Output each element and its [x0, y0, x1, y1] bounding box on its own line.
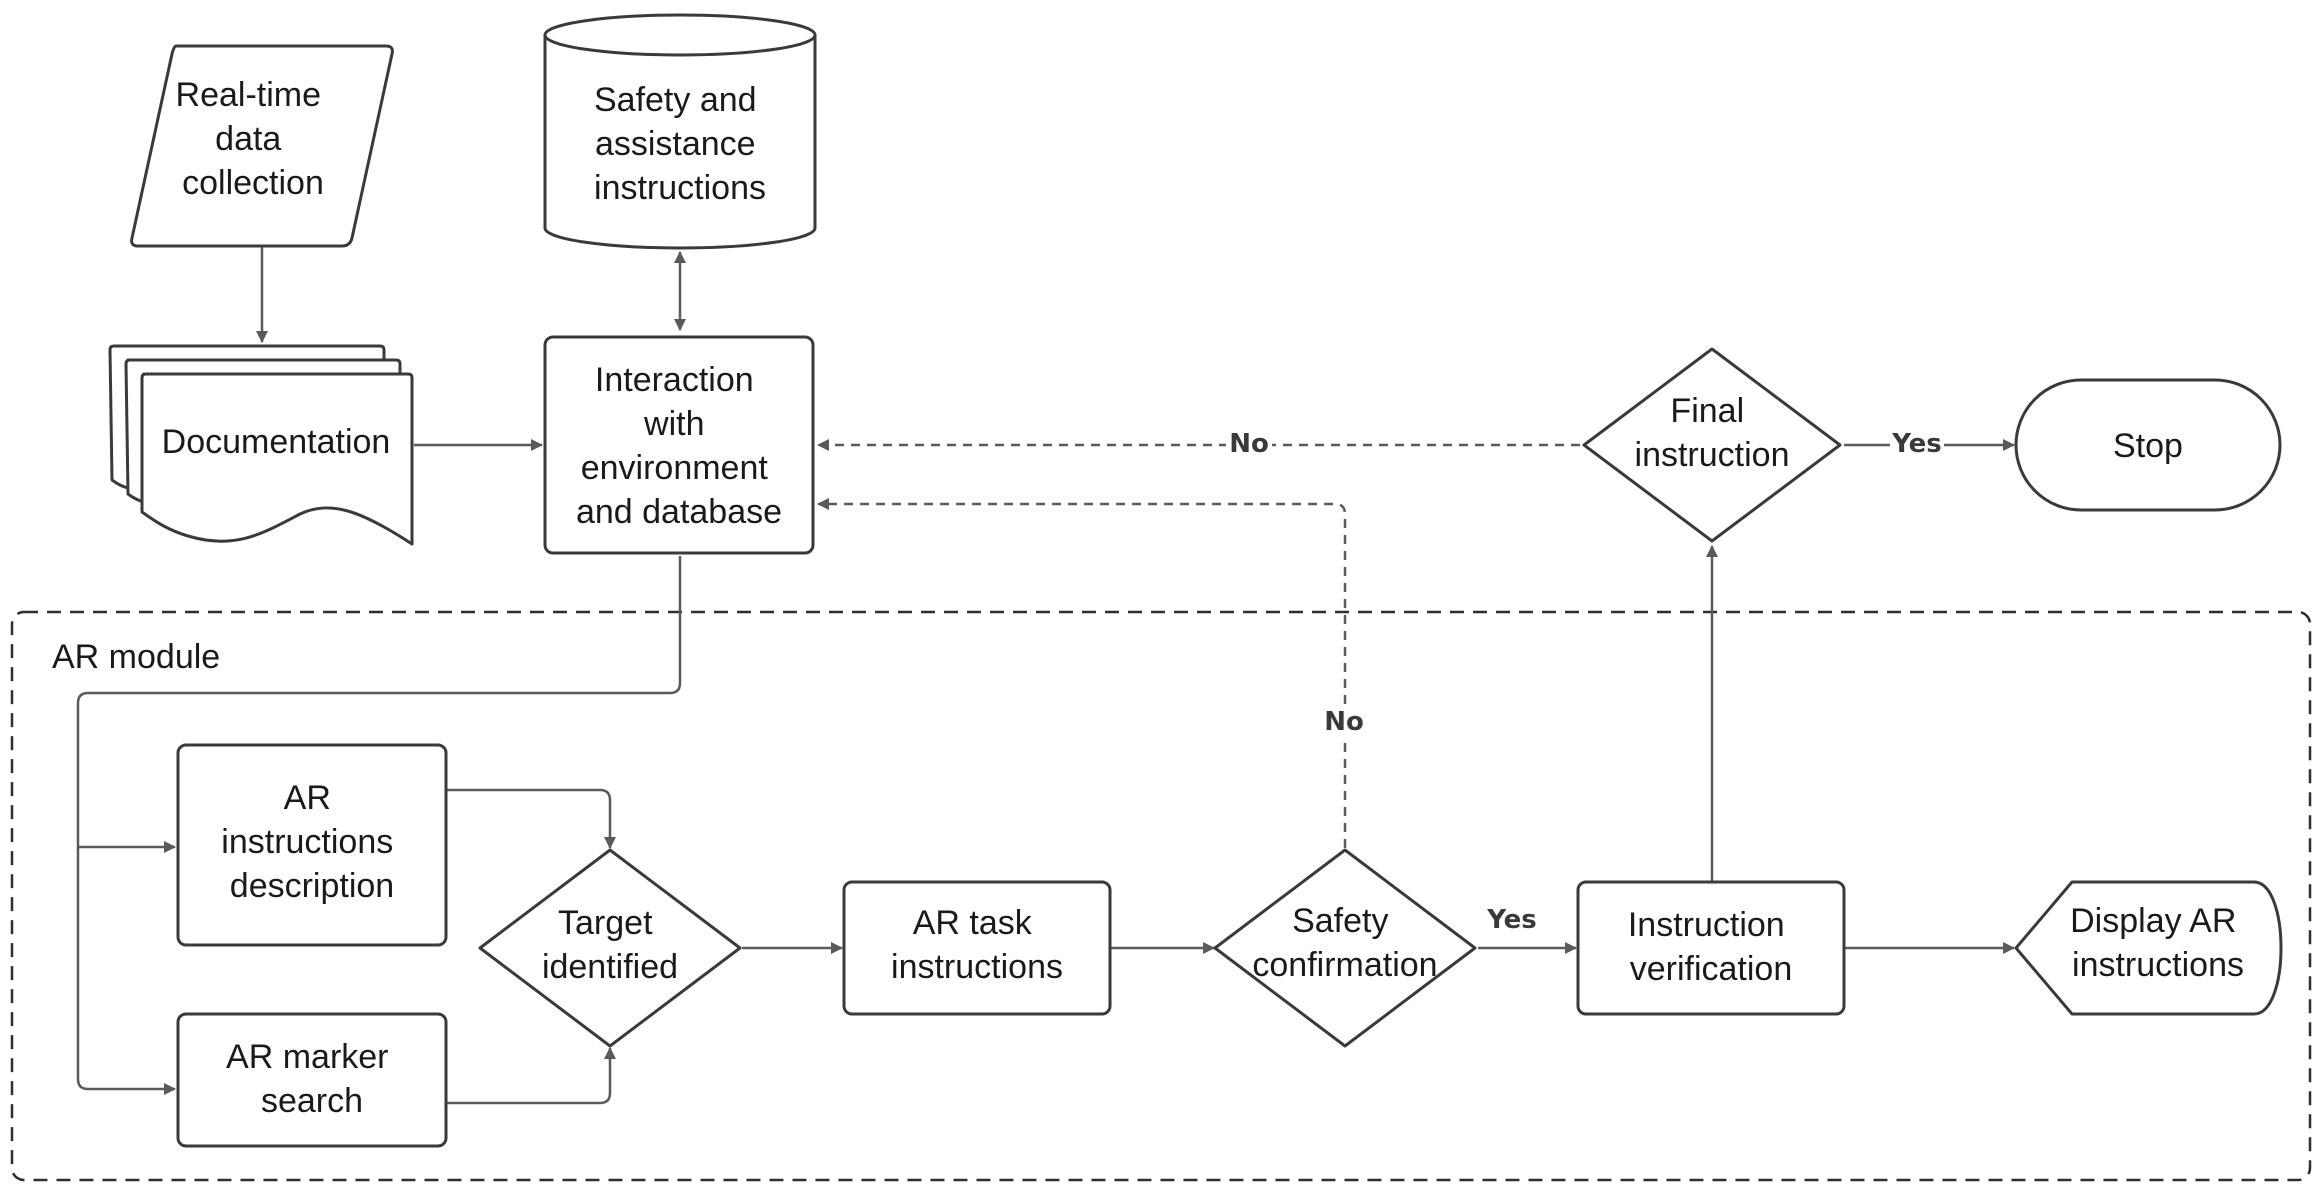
node-safety-assistance-db: Safety and assistance instructions [543, 13, 817, 250]
ar-desc-line-1: AR [284, 779, 331, 817]
interaction-line-4: and database [576, 493, 782, 531]
node-documentation: Documentation [108, 344, 414, 546]
node-stop: Stop [2014, 378, 2282, 512]
ar-desc-line-3: description [230, 867, 394, 905]
verification-label: Instruction verification [1628, 906, 1794, 988]
ar-desc-line-2: instructions [221, 823, 393, 861]
safety-db-line-2: assistance [595, 125, 756, 163]
realtime-data-line-1: Real-time [176, 76, 321, 114]
node-realtime-data-collection: Real-time data collection [130, 44, 394, 248]
interaction-line-3: environment [581, 449, 769, 487]
ar-module-group: AR module [10, 610, 2312, 1182]
edge-label-safety-no: No [1324, 707, 1364, 737]
ar-task-line-2: instructions [891, 948, 1063, 986]
documentation-middle-sheet [124, 358, 402, 504]
edge-label-safety-yes: Yes [1486, 905, 1537, 935]
ar-marker-line-1: AR marker [226, 1038, 388, 1076]
final-instruction-line-1: Final [1670, 392, 1744, 430]
edge-label-final-no: No [1229, 429, 1269, 459]
label-bg-final-no [1226, 426, 1272, 460]
documentation-front-sheet [140, 372, 414, 546]
target-shape [478, 848, 742, 1048]
interaction-label: Interaction with environment and databas… [576, 361, 782, 531]
display-label: Display AR instructions [2070, 902, 2246, 984]
safety-conf-line-1: Safety [1292, 902, 1388, 940]
label-bg-final-yes [1890, 426, 1944, 460]
safety-conf-line-2: confirmation [1252, 946, 1437, 984]
realtime-data-line-3: collection [182, 164, 324, 202]
stop-label: Stop [2113, 427, 2183, 465]
final-instruction-label: Final instruction [1635, 392, 1790, 474]
display-line-2: instructions [2072, 946, 2244, 984]
ar-marker-label: AR marker search [226, 1038, 398, 1120]
final-instruction-shape [1582, 347, 1842, 543]
edge-label-final-yes: Yes [1891, 429, 1942, 459]
edge-ar-desc-to-target [446, 788, 616, 849]
node-final-instruction: Final instruction [1582, 347, 1842, 543]
node-ar-task-instructions: AR task instructions [842, 880, 1112, 1016]
verification-line-2: verification [1630, 950, 1793, 988]
target-line-1: Target [558, 904, 653, 942]
realtime-data-line-2: data [215, 120, 281, 158]
ar-task-shape [842, 880, 1112, 1016]
interaction-line-2: with [643, 405, 704, 443]
ar-desc-shape [176, 743, 448, 947]
interaction-line-1: Interaction [595, 361, 754, 399]
safety-db-shape [543, 13, 817, 250]
edge-interaction-to-ar-module [76, 556, 682, 1095]
documentation-label: Documentation [162, 423, 391, 461]
edge-labels: No Yes No Yes [1226, 426, 1944, 935]
ar-module-label: AR module [52, 638, 220, 676]
node-interaction: Interaction with environment and databas… [543, 335, 815, 555]
safety-db-line-1: Safety and [594, 81, 757, 119]
safety-db-line-3: instructions [594, 169, 766, 207]
edges [76, 246, 2015, 1105]
documentation-back-sheet [108, 344, 386, 490]
ar-task-label: AR task instructions [891, 904, 1063, 986]
verification-line-1: Instruction [1628, 906, 1785, 944]
node-target-identified: Target identified [478, 848, 742, 1048]
target-line-2: identified [542, 948, 678, 986]
safety-conf-label: Safety confirmation [1252, 902, 1437, 984]
final-instruction-line-2: instruction [1635, 436, 1790, 474]
edge-ar-marker-to-target [446, 1047, 616, 1105]
stop-shape [2014, 378, 2282, 512]
interaction-shape [543, 335, 815, 555]
safety-db-top-rim [543, 34, 817, 57]
realtime-data-label: Real-time data collection [176, 76, 331, 202]
ar-desc-label: AR instructions description [221, 779, 402, 905]
display-shape [2014, 880, 2283, 1016]
verification-shape [1576, 880, 1846, 1016]
display-line-1: Display AR [2070, 902, 2236, 940]
ar-module-border [10, 610, 2312, 1182]
node-instruction-verification: Instruction verification [1576, 880, 1846, 1016]
ar-marker-line-2: search [261, 1082, 363, 1120]
node-ar-marker-search: AR marker search [176, 1012, 448, 1148]
target-label: Target identified [542, 904, 678, 986]
safety-db-label: Safety and assistance instructions [594, 81, 766, 207]
node-ar-instructions-description: AR instructions description [176, 743, 448, 947]
realtime-data-shape [130, 44, 394, 248]
safety-conf-shape [1213, 848, 1477, 1048]
ar-task-line-1: AR task [913, 904, 1033, 942]
ar-marker-shape [176, 1012, 448, 1148]
edge-safety-no-to-interaction [817, 498, 1347, 848]
node-safety-confirmation: Safety confirmation [1213, 848, 1477, 1048]
node-display-ar-instructions: Display AR instructions [2014, 880, 2283, 1016]
label-bg-safety-no [1320, 704, 1368, 738]
